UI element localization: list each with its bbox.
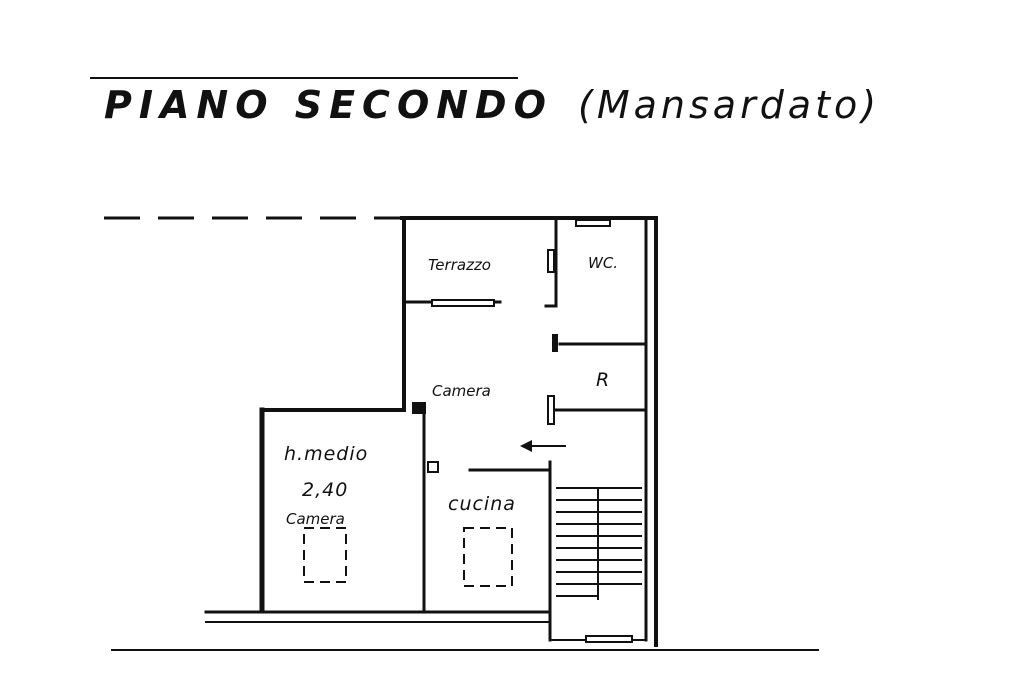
staircase xyxy=(556,487,642,600)
entry-arrow xyxy=(520,440,566,452)
room-label-ripostiglio: R xyxy=(596,369,610,391)
room-label-camera-hall: Camera xyxy=(432,382,491,400)
window-markers xyxy=(412,219,633,643)
room-label-cucina: cucina xyxy=(448,493,516,515)
table-cucina xyxy=(463,527,513,587)
plan-title: PIANO SECONDO xyxy=(104,83,553,127)
height-label: h.medio xyxy=(284,443,368,465)
interior-walls xyxy=(402,218,648,642)
bed-left xyxy=(303,527,347,583)
plan-subtitle: (Mansardato) xyxy=(578,83,880,127)
room-label-wc: WC. xyxy=(588,254,618,272)
height-value: 2,40 xyxy=(302,479,348,501)
outer-walls xyxy=(111,216,819,651)
room-label-camera-left: Camera xyxy=(286,510,345,528)
room-label-terrazzo: Terrazzo xyxy=(428,256,491,274)
